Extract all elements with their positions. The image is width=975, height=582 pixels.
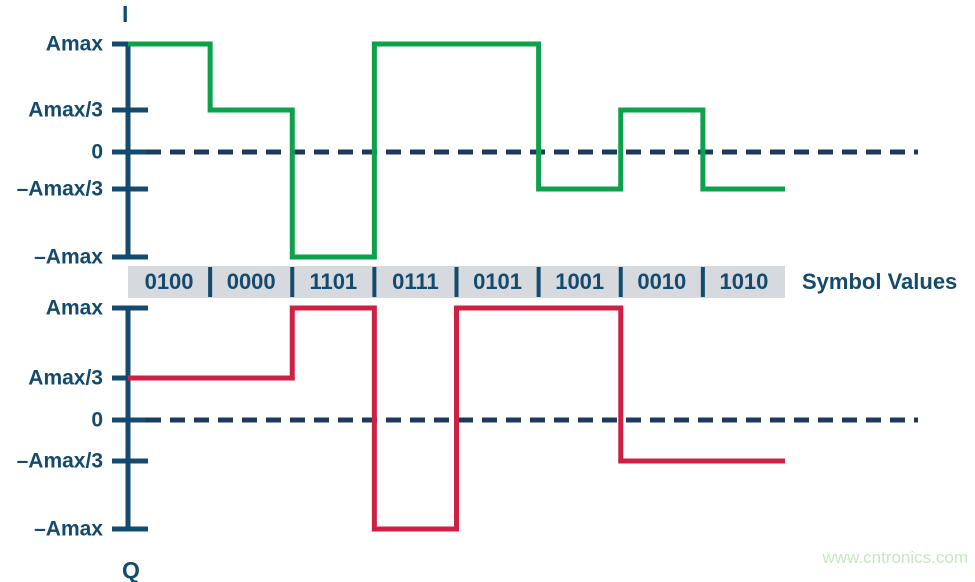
q-axis-label-neg-amax: –Amax bbox=[34, 518, 103, 541]
i-channel-plot: I Amax Amax/3 0 –Amax/3 –Amax bbox=[17, 1, 918, 269]
symbol-value-cell: 1001 bbox=[555, 269, 604, 294]
i-axis-label-amax: Amax bbox=[46, 33, 104, 56]
q-channel-label: Q bbox=[122, 557, 140, 582]
i-waveform-trace bbox=[128, 41, 785, 260]
q-axis-label-amax-third: Amax/3 bbox=[28, 367, 103, 390]
symbol-value-cell: 0101 bbox=[473, 269, 522, 294]
symbol-values-band: 0100 0000 1101 0111 0101 1001 0010 1010 Symbol … bbox=[128, 266, 957, 298]
i-axis-label-neg-amax-third: –Amax/3 bbox=[17, 178, 103, 201]
q-axis-label-neg-amax-third: –Amax/3 bbox=[17, 450, 103, 473]
i-axis-label-neg-amax: –Amax bbox=[34, 246, 103, 269]
symbol-values-caption: Symbol Values bbox=[802, 269, 957, 294]
symbol-value-cell: 1101 bbox=[309, 269, 357, 294]
q-waveform-trace bbox=[128, 305, 785, 532]
symbol-value-cell: 0010 bbox=[637, 269, 686, 294]
q-axis-label-zero: 0 bbox=[91, 409, 103, 432]
i-axis-label-amax-third: Amax/3 bbox=[28, 99, 103, 122]
symbol-cells: 0100 0000 1101 0111 0101 1001 0010 1010 bbox=[145, 267, 768, 297]
q-channel-plot: Amax Amax/3 0 –Amax/3 –Amax Q bbox=[17, 297, 918, 582]
symbol-value-cell: 1010 bbox=[719, 269, 768, 294]
i-channel-label: I bbox=[122, 1, 128, 27]
symbol-value-cell: 0100 bbox=[145, 269, 194, 294]
i-axis-label-zero: 0 bbox=[91, 141, 103, 164]
q-axis-label-amax: Amax bbox=[46, 297, 104, 320]
symbol-value-cell: 0111 bbox=[392, 269, 439, 294]
symbol-value-cell: 0000 bbox=[227, 269, 276, 294]
site-watermark: www.cntronics.com bbox=[822, 548, 968, 567]
